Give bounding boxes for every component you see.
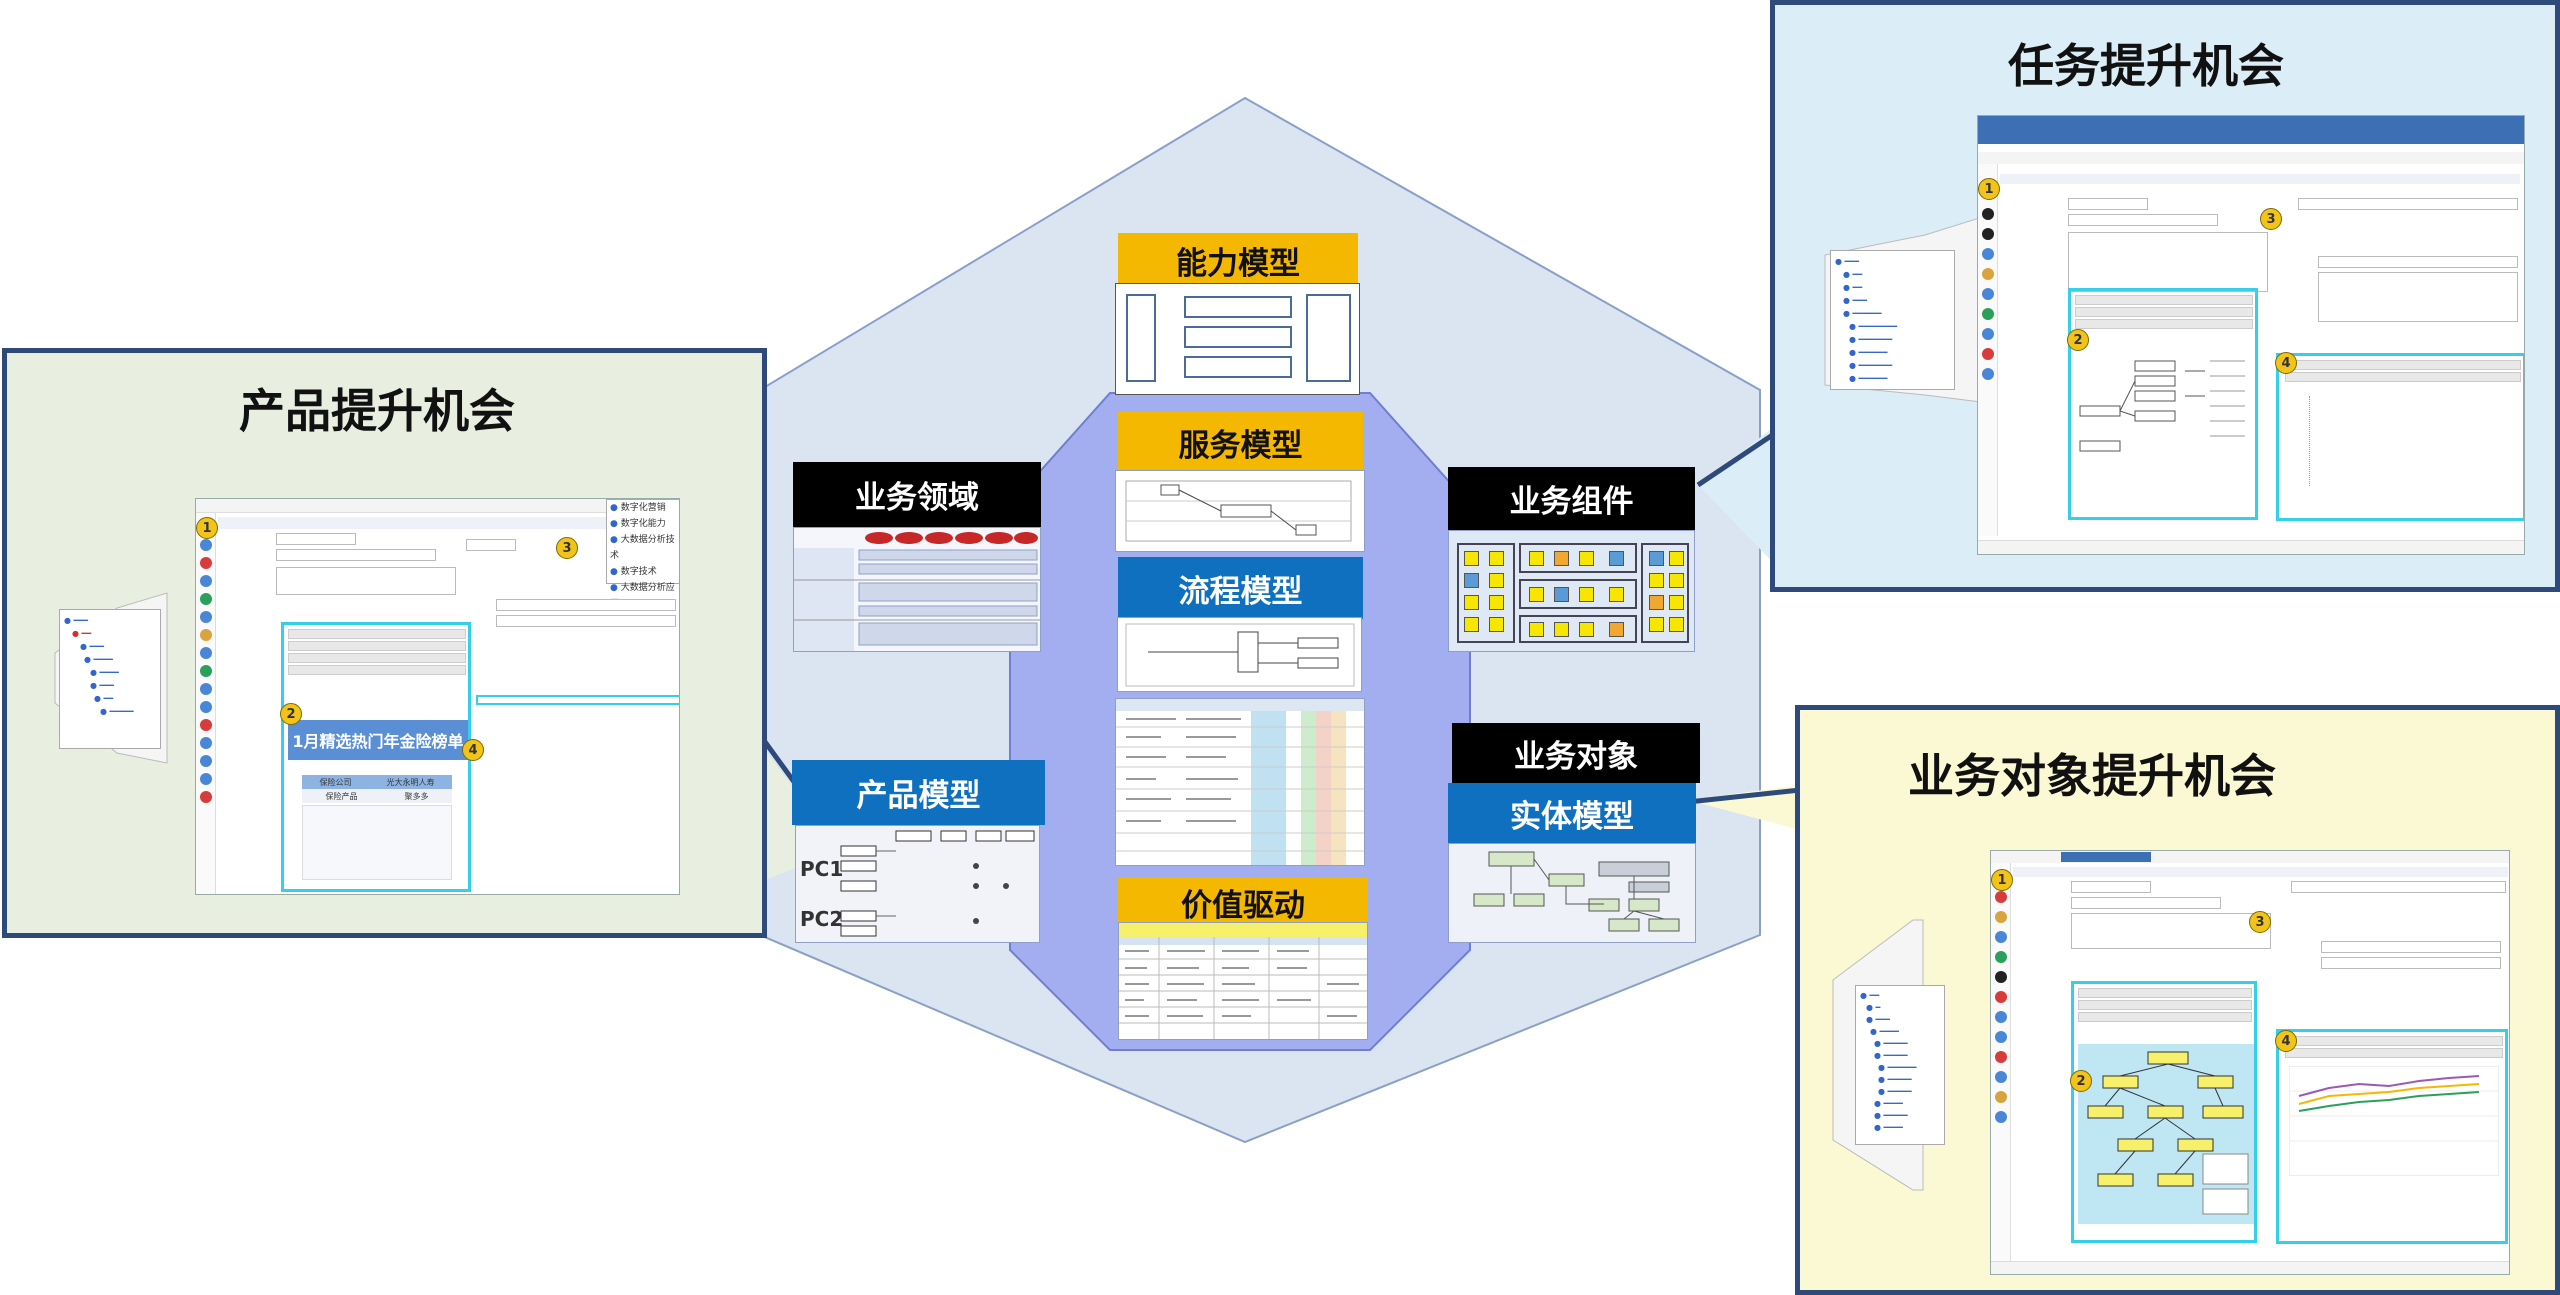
table-header-cell: 保险公司 <box>319 777 352 787</box>
product-menu-item[interactable]: ● 大数据分析技术 <box>610 535 675 561</box>
product-tree-panel: ● ━━━ ● ━━ ● ━━━ ● ━━━━ ● ━━━━ ● ━━━ ● ━… <box>59 609 161 749</box>
object-callout-pointer <box>1688 785 1800 830</box>
entity-model-label: 实体模型 <box>1448 783 1696 843</box>
value-driver-thumbnail <box>1118 922 1368 1040</box>
task-screenshot: 1 3 2 4 <box>1977 115 2525 555</box>
marker-4: 4 <box>2275 352 2297 374</box>
marker-2: 2 <box>2067 329 2089 351</box>
business-object-label: 业务对象 <box>1452 723 1700 783</box>
business-domain-thumbnail <box>793 527 1041 652</box>
marker-3: 3 <box>2249 911 2271 933</box>
task-tree-panel: ● ━━━ ● ━━ ● ━━ ● ━━━ ● ━━━━━━ ● ━━━━━━━… <box>1830 250 1955 390</box>
product-menu-item[interactable]: ● 数字化能力 <box>610 519 666 529</box>
marker-4: 4 <box>2275 1030 2297 1052</box>
service-model-label: 服务模型 <box>1118 412 1363 472</box>
business-component-thumbnail <box>1448 530 1695 652</box>
marker-4: 4 <box>462 739 484 761</box>
task-editor-4: 4 <box>2275 352 2524 521</box>
marker-1: 1 <box>1978 178 2000 200</box>
product-model-label: 产品模型 <box>792 760 1045 825</box>
marker-1: 1 <box>1991 869 2013 891</box>
task-opportunity-title: 任务提升机会 <box>2008 39 2284 93</box>
process-table-thumbnail <box>1115 698 1365 866</box>
business-domain-label: 业务领域 <box>793 462 1041 527</box>
capability-model-thumbnail <box>1115 283 1360 395</box>
marker-2: 2 <box>280 703 302 725</box>
product-menu-item[interactable]: ● 数字化营销 <box>610 503 666 513</box>
object-screenshot: 1 3 2 <box>1990 850 2510 1275</box>
marker-3: 3 <box>2260 208 2282 230</box>
product-menu-item[interactable]: ● 数字技术 <box>610 567 657 577</box>
task-opportunity-panel: 任务提升机会 ● ━━━ ● ━━ ● ━━ ● ━━━ ● ━━━━━━ ● … <box>1770 0 2560 592</box>
table-cell: 聚多多 <box>404 791 429 801</box>
product-screenshot: 1 3 ● 数字化营销 ● 数字化能力 ● 大数据分析技术 ● 数字技术 ● 大… <box>195 498 680 895</box>
product-banner: 1月精选热门年金险榜单 <box>288 720 468 760</box>
marker-2: 2 <box>2070 1070 2092 1092</box>
process-model-label: 流程模型 <box>1118 557 1363 619</box>
task-editor-2: 2 <box>2067 288 2258 520</box>
svg-text:PC2: PC2 <box>800 907 843 931</box>
object-editor-2: 2 <box>2070 981 2257 1243</box>
value-driver-label: 价值驱动 <box>1118 878 1368 926</box>
marker-1: 1 <box>196 517 218 539</box>
table-header-cell: 光大永明人寿 <box>386 777 435 787</box>
product-opportunity-title: 产品提升机会 <box>239 384 515 438</box>
object-opportunity-title: 业务对象提升机会 <box>1908 749 2276 803</box>
object-editor-4: 4 <box>2275 1029 2508 1244</box>
business-component-label: 业务组件 <box>1448 467 1695 530</box>
product-opportunity-panel: 产品提升机会 ● ━━━ ● ━━ ● ━━━ ● ━━━━ ● ━━━━ ● … <box>2 348 767 938</box>
task-callout-line <box>1696 427 1782 488</box>
object-opportunity-panel: 业务对象提升机会 ● ━━ ● ━ ● ━━━ ● ━━━━ ● ━━━━━ ●… <box>1795 705 2560 1295</box>
marker-3: 3 <box>556 537 578 559</box>
process-model-thumbnail <box>1117 617 1362 692</box>
product-editor-4 <box>476 695 679 705</box>
capability-model-label: 能力模型 <box>1118 233 1358 288</box>
entity-model-thumbnail <box>1448 843 1696 943</box>
object-callout-line <box>1687 787 1801 805</box>
object-tree-panel: ● ━━ ● ━ ● ━━━ ● ━━━━ ● ━━━━━ ● ━━━━━ ● … <box>1855 985 1945 1145</box>
product-model-thumbnail: PC1 PC2 <box>795 825 1040 943</box>
service-model-thumbnail <box>1115 470 1365 552</box>
product-editor-2: 1月精选热门年金险榜单 保险公司 光大永明人寿 保险产品 聚多多 2 <box>280 622 471 892</box>
product-menu: ● 数字化营销 ● 数字化能力 ● 大数据分析技术 ● 数字技术 ● 大数据分析… <box>606 499 679 609</box>
svg-text:PC1: PC1 <box>800 857 843 881</box>
table-cell: 保险产品 <box>325 791 358 801</box>
